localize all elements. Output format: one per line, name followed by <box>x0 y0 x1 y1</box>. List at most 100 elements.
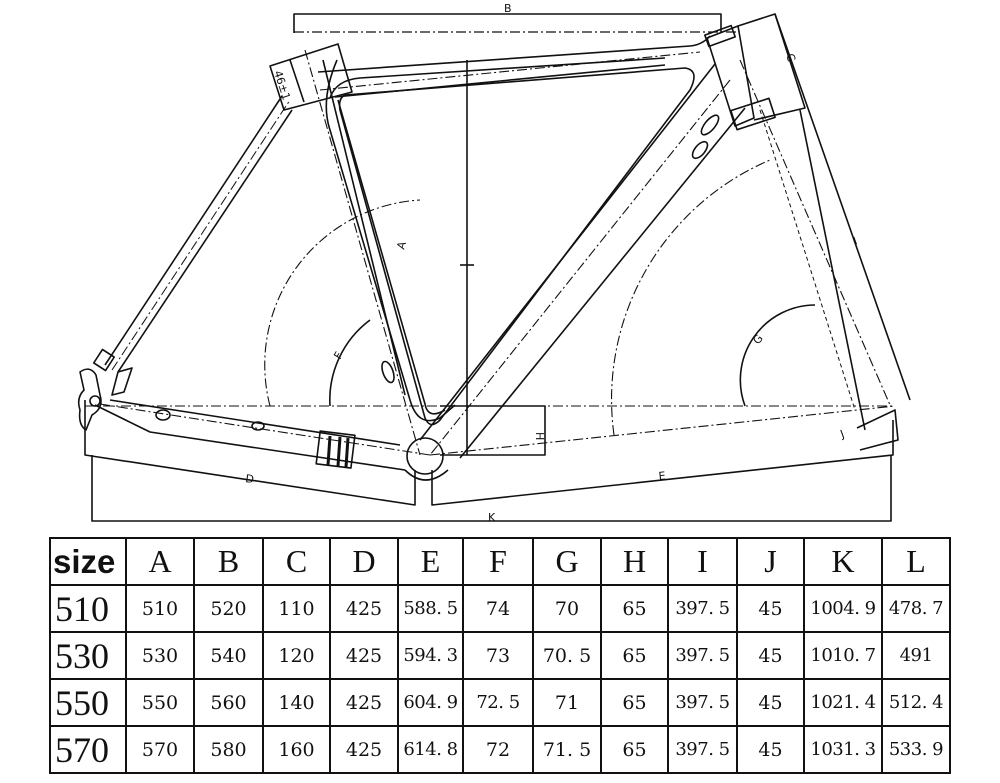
svg-text:H: H <box>533 432 546 440</box>
svg-text:I: I <box>852 234 860 247</box>
svg-text:F: F <box>331 350 345 362</box>
angle-f-arc <box>329 319 371 407</box>
cell-h: 65 <box>600 584 669 633</box>
header-e: E <box>397 537 464 586</box>
cell-i: 397. 5 <box>667 584 738 633</box>
geometry-spec-table: size A B C D E F G H I J K L 510 510 520… <box>49 537 951 774</box>
cell-e: 604. 9 <box>397 678 464 727</box>
cell-g: 70. 5 <box>532 631 602 680</box>
header-g: G <box>532 537 602 586</box>
cell-c: 120 <box>262 631 331 680</box>
cell-d: 425 <box>329 584 399 633</box>
header-k: K <box>803 537 883 586</box>
header-size: size <box>49 537 127 586</box>
cell-j: 45 <box>736 678 805 727</box>
cell-j: 45 <box>736 584 805 633</box>
cell-k: 1010. 7 <box>803 631 883 680</box>
dimension-d <box>84 400 416 506</box>
cell-c: 110 <box>262 584 331 633</box>
header-f: F <box>462 537 534 586</box>
chainstay <box>94 399 431 471</box>
svg-text:46±1: 46±1 <box>271 69 293 102</box>
cell-a: 550 <box>125 678 195 727</box>
cell-k: 1004. 9 <box>803 584 883 633</box>
size-cell: 550 <box>49 678 127 727</box>
cell-i: 397. 5 <box>667 678 738 727</box>
table-row: 550 550 560 140 425 604. 9 72. 5 71 65 3… <box>49 678 951 727</box>
seat-arc <box>264 199 421 407</box>
table-row: 570 570 580 160 425 614. 8 72 71. 5 65 3… <box>49 725 951 774</box>
seat-cluster <box>269 43 353 111</box>
cell-l: 533. 9 <box>881 725 951 774</box>
cell-g: 71 <box>532 678 602 727</box>
cell-f: 74 <box>462 584 534 633</box>
dimension-e <box>431 420 894 506</box>
head-tube: C <box>703 13 806 131</box>
table-row: 510 510 520 110 425 588. 5 74 70 65 397.… <box>49 584 951 633</box>
cell-f: 73 <box>462 631 534 680</box>
header-j: J <box>736 537 805 586</box>
cell-e: 614. 8 <box>397 725 464 774</box>
cell-k: 1031. 3 <box>803 725 883 774</box>
size-cell: 570 <box>49 725 127 774</box>
cell-d: 425 <box>329 678 399 727</box>
cell-h: 65 <box>600 678 669 727</box>
dimension-labels: B A F G H I J D E K 46±1 <box>245 2 859 524</box>
table-header-row: size A B C D E F G H I J K L <box>49 537 951 586</box>
cell-l: 478. 7 <box>881 584 951 633</box>
cell-d: 425 <box>329 631 399 680</box>
header-d: D <box>329 537 399 586</box>
svg-text:D: D <box>245 472 255 486</box>
seatstay <box>92 95 293 373</box>
cell-a: 570 <box>125 725 195 774</box>
size-cell: 510 <box>49 584 127 633</box>
top-tube <box>317 35 711 99</box>
cell-f: 72 <box>462 725 534 774</box>
cell-g: 70 <box>532 584 602 633</box>
cell-a: 530 <box>125 631 195 680</box>
header-b: B <box>193 537 264 586</box>
cell-k: 1021. 4 <box>803 678 883 727</box>
cell-b: 560 <box>193 678 264 727</box>
cell-f: 72. 5 <box>462 678 534 727</box>
cell-l: 512. 4 <box>881 678 951 727</box>
cell-j: 45 <box>736 725 805 774</box>
cell-g: 71. 5 <box>532 725 602 774</box>
angle-g-arc <box>739 304 816 407</box>
cell-b: 540 <box>193 631 264 680</box>
cell-l: 491 <box>881 631 951 680</box>
dimension-h <box>440 60 546 456</box>
cell-j: 45 <box>736 631 805 680</box>
down-tube <box>419 63 746 459</box>
dimension-b <box>293 13 740 33</box>
header-l: L <box>881 537 951 586</box>
svg-text:B: B <box>504 2 512 15</box>
cell-d: 425 <box>329 725 399 774</box>
cell-e: 594. 3 <box>397 631 464 680</box>
dimension-k <box>91 455 892 522</box>
svg-text:K: K <box>488 511 496 524</box>
svg-text:E: E <box>658 469 666 483</box>
cell-b: 580 <box>193 725 264 774</box>
size-cell: 530 <box>49 631 127 680</box>
cell-i: 397. 5 <box>667 725 738 774</box>
cell-c: 140 <box>262 678 331 727</box>
cell-h: 65 <box>600 631 669 680</box>
header-a: A <box>125 537 195 586</box>
cell-a: 510 <box>125 584 195 633</box>
svg-text:A: A <box>394 240 409 251</box>
fork-line <box>739 13 911 451</box>
cell-b: 520 <box>193 584 264 633</box>
header-h: H <box>600 537 669 586</box>
cell-c: 160 <box>262 725 331 774</box>
frame-geometry-drawing: C <box>77 2 911 524</box>
header-c: C <box>262 537 331 586</box>
cell-i: 397. 5 <box>667 631 738 680</box>
svg-text:J: J <box>838 427 846 441</box>
rear-dropout <box>77 367 133 431</box>
table-row: 530 530 540 120 425 594. 3 73 70. 5 65 3… <box>49 631 951 680</box>
header-i: I <box>667 537 738 586</box>
bottom-bracket <box>404 437 449 481</box>
cell-e: 588. 5 <box>397 584 464 633</box>
svg-text:G: G <box>750 332 765 347</box>
